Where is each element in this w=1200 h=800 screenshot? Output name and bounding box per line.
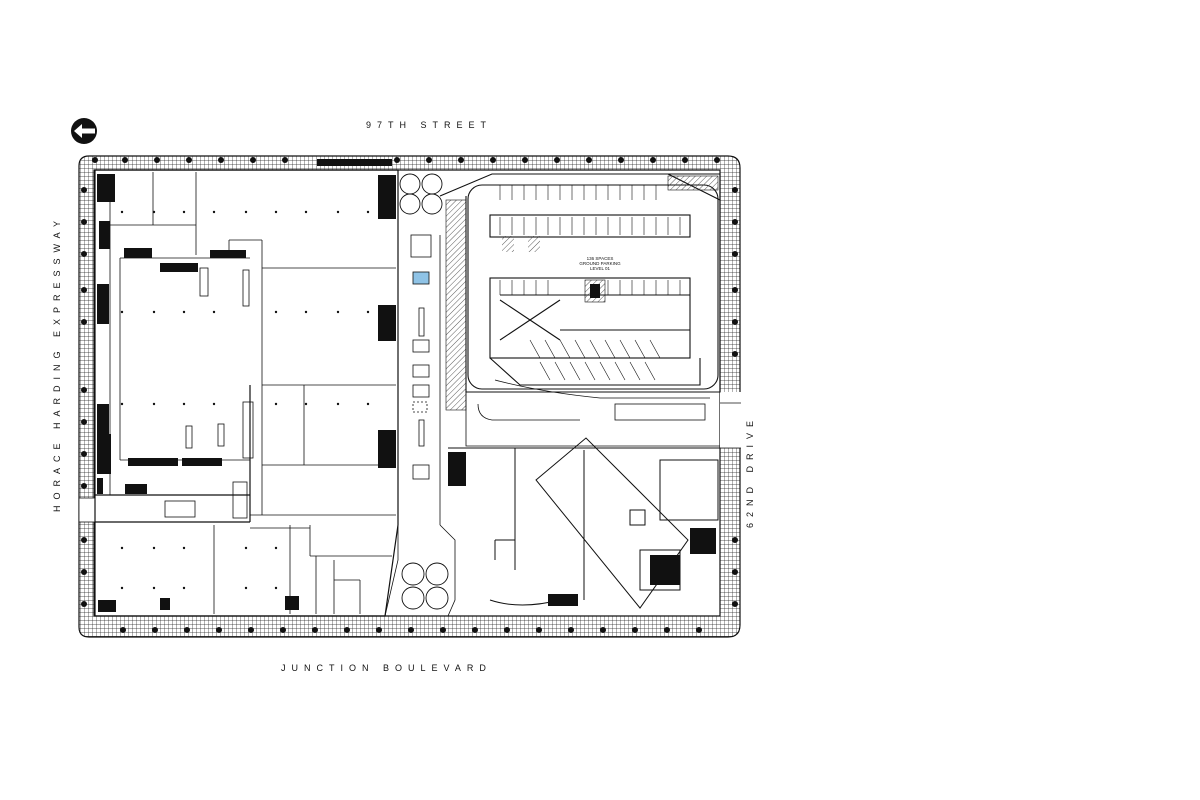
parking-stalls — [499, 185, 681, 381]
central-plaza — [384, 170, 456, 617]
column-grid — [120, 210, 370, 590]
building-footprint — [94, 169, 399, 617]
street-label-north: 97TH STREET — [366, 120, 493, 130]
north-arrow-icon — [71, 118, 97, 144]
drive-aisle — [465, 379, 720, 447]
east-driveway — [720, 392, 741, 448]
service-cores — [97, 174, 396, 612]
parking-label: 136 SPACES GROUND PARKING LEVEL 01 — [579, 256, 621, 271]
sidewalk-band — [78, 155, 741, 638]
parking-hatch — [445, 175, 719, 411]
parking-structure — [439, 173, 721, 393]
east-building — [448, 437, 721, 617]
street-trees — [81, 157, 738, 633]
parking-label-line1: 136 SPACES — [587, 256, 614, 261]
plaza-trees — [399, 173, 449, 610]
parking-label-line2: GROUND PARKING — [579, 261, 621, 266]
west-driveway — [78, 497, 96, 523]
parking-label-line3: LEVEL 01 — [590, 266, 611, 271]
east-cores — [448, 452, 716, 606]
street-label-south: JUNCTION BOULEVARD — [281, 663, 492, 673]
